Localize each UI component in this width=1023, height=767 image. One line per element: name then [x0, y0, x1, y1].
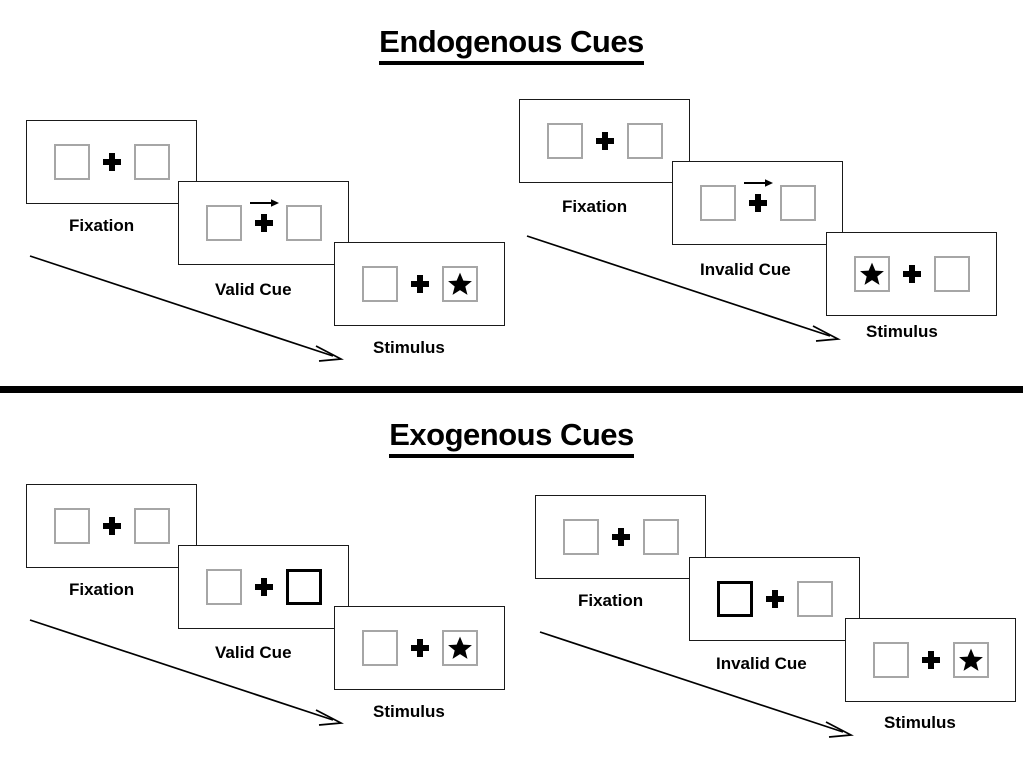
panel-endogenous-invalid-cue[interactable]: [672, 161, 843, 245]
section-divider: [0, 386, 1023, 393]
left-box: [361, 266, 398, 302]
panel-exogenous-invalid-fixation[interactable]: [535, 495, 706, 579]
panel-exogenous-valid-stimulus[interactable]: [334, 606, 505, 690]
right-box: [779, 185, 816, 221]
left-box: [562, 519, 599, 555]
left-box: [205, 569, 242, 605]
stimulus-display: [53, 508, 170, 544]
panel-exogenous-valid-fixation[interactable]: [26, 484, 197, 568]
stimulus-display: [562, 519, 679, 555]
stimulus-display: [53, 144, 170, 180]
left-box: [53, 144, 90, 180]
time-flow-arrow-endogenous-invalid: [526, 235, 841, 342]
right-box: [285, 205, 322, 241]
caption-endogenous-invalid-stimulus: Stimulus: [866, 322, 938, 341]
right-box: [441, 266, 478, 302]
stimulus-display: [205, 199, 322, 241]
star-target-icon: [958, 648, 983, 671]
caption-endogenous-valid-stimulus: Stimulus: [373, 338, 445, 357]
section-title-endogenous: Endogenous Cues: [0, 24, 1023, 65]
fixation-cross-icon: [102, 153, 121, 171]
fixation-cross-icon: [595, 132, 614, 150]
right-box: [642, 519, 679, 555]
left-box-cued: [716, 581, 753, 617]
panel-endogenous-valid-fixation[interactable]: [26, 120, 197, 204]
panel-exogenous-valid-cue[interactable]: [178, 545, 349, 629]
caption-endogenous-valid-fixation: Fixation: [69, 216, 135, 235]
caption-exogenous-valid-stimulus: Stimulus: [373, 702, 445, 721]
right-box: [133, 508, 170, 544]
panel-exogenous-invalid-stimulus[interactable]: [845, 618, 1016, 702]
time-flow-arrow-endogenous-valid: [29, 255, 344, 362]
panel-endogenous-valid-stimulus[interactable]: [334, 242, 505, 326]
caption-endogenous-invalid-cue: Invalid Cue: [700, 260, 791, 279]
stimulus-display: [361, 266, 478, 302]
fixation-cross-icon: [743, 179, 773, 212]
cue-arrow-right-icon: [249, 199, 279, 207]
right-box: [441, 630, 478, 666]
fixation-cross-icon: [921, 651, 940, 669]
left-box: [853, 256, 890, 292]
star-target-icon: [859, 262, 884, 285]
star-target-icon: [447, 272, 472, 295]
right-box: [796, 581, 833, 617]
caption-endogenous-invalid-fixation: Fixation: [562, 197, 628, 216]
right-box-cued: [285, 569, 322, 605]
stimulus-display: [546, 123, 663, 159]
right-box: [952, 642, 989, 678]
stimulus-display: [699, 179, 816, 221]
stimulus-display: [872, 642, 989, 678]
fixation-cross-icon: [765, 590, 784, 608]
fixation-cross-icon: [102, 517, 121, 535]
stimulus-display: [205, 569, 322, 605]
left-box: [872, 642, 909, 678]
right-box: [933, 256, 970, 292]
right-box: [133, 144, 170, 180]
fixation-cross-icon: [611, 528, 630, 546]
section-title-endogenous-text: Endogenous Cues: [379, 24, 644, 65]
caption-exogenous-invalid-fixation: Fixation: [578, 591, 644, 610]
caption-exogenous-invalid-stimulus: Stimulus: [884, 713, 956, 732]
stimulus-display: [716, 581, 833, 617]
caption-exogenous-valid-cue: Valid Cue: [215, 643, 292, 662]
left-box: [546, 123, 583, 159]
fixation-cross-icon: [410, 639, 429, 657]
caption-endogenous-valid-cue: Valid Cue: [215, 280, 292, 299]
fixation-cross-icon: [249, 199, 279, 232]
right-box: [626, 123, 663, 159]
panel-endogenous-valid-cue[interactable]: [178, 181, 349, 265]
cue-arrow-right-icon: [743, 179, 773, 187]
panel-endogenous-invalid-stimulus[interactable]: [826, 232, 997, 316]
section-title-exogenous: Exogenous Cues: [0, 417, 1023, 458]
stimulus-display: [361, 630, 478, 666]
fixation-cross-icon: [254, 578, 273, 596]
fixation-cross-icon: [410, 275, 429, 293]
time-flow-arrow-exogenous-invalid: [539, 631, 854, 738]
left-box: [53, 508, 90, 544]
caption-exogenous-invalid-cue: Invalid Cue: [716, 654, 807, 673]
time-flow-arrow-exogenous-valid: [29, 619, 344, 726]
left-box: [699, 185, 736, 221]
panel-endogenous-invalid-fixation[interactable]: [519, 99, 690, 183]
fixation-cross-icon: [902, 265, 921, 283]
stimulus-display: [853, 256, 970, 292]
left-box: [205, 205, 242, 241]
section-title-exogenous-text: Exogenous Cues: [389, 417, 634, 458]
panel-exogenous-invalid-cue[interactable]: [689, 557, 860, 641]
caption-exogenous-valid-fixation: Fixation: [69, 580, 135, 599]
left-box: [361, 630, 398, 666]
star-target-icon: [447, 636, 472, 659]
